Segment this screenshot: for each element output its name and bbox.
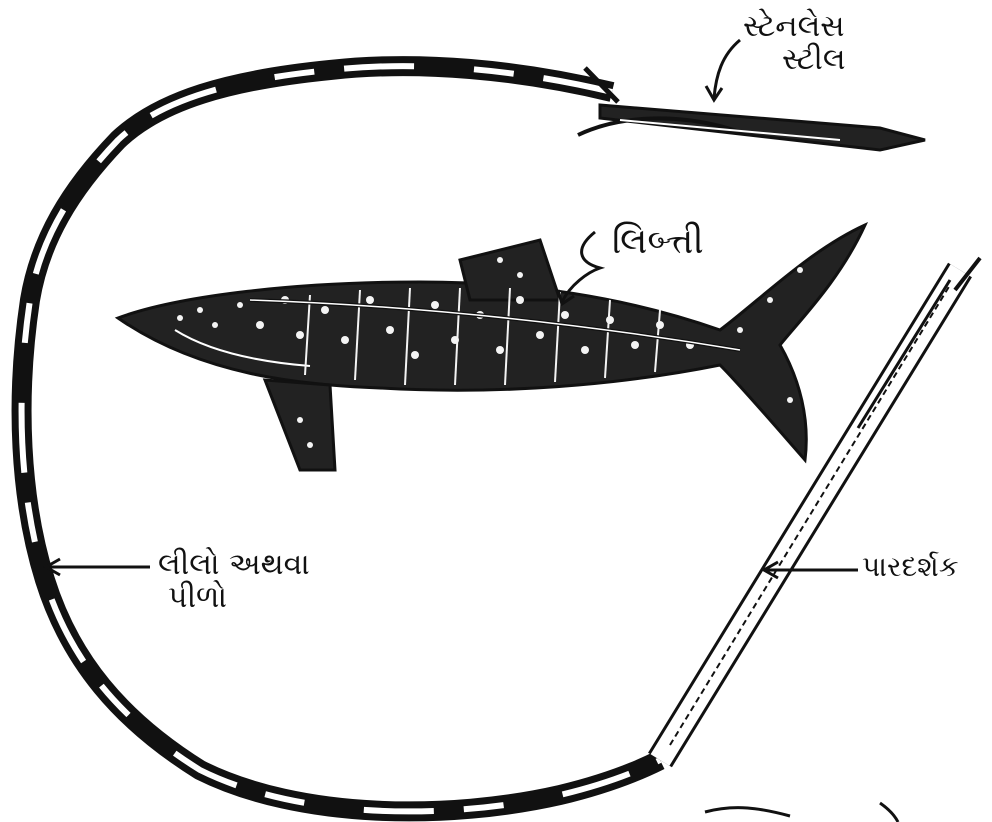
stainless-steel-tip	[578, 68, 925, 150]
whale-shark	[118, 225, 865, 470]
partial-handwriting-fragment	[705, 803, 898, 822]
label-tag: લિબ્ત્તી	[612, 222, 704, 262]
label-transparent: પારદર્શક	[862, 552, 959, 583]
colored-tube-loop	[22, 66, 660, 811]
label-stainless-steel: સ્ટેનલેસ સ્ટીલ	[742, 10, 846, 76]
arrow-colored-tube	[46, 559, 150, 575]
label-green-or-yellow: લીલો અથવા પીળો	[158, 548, 310, 614]
arrow-stainless	[706, 40, 740, 100]
